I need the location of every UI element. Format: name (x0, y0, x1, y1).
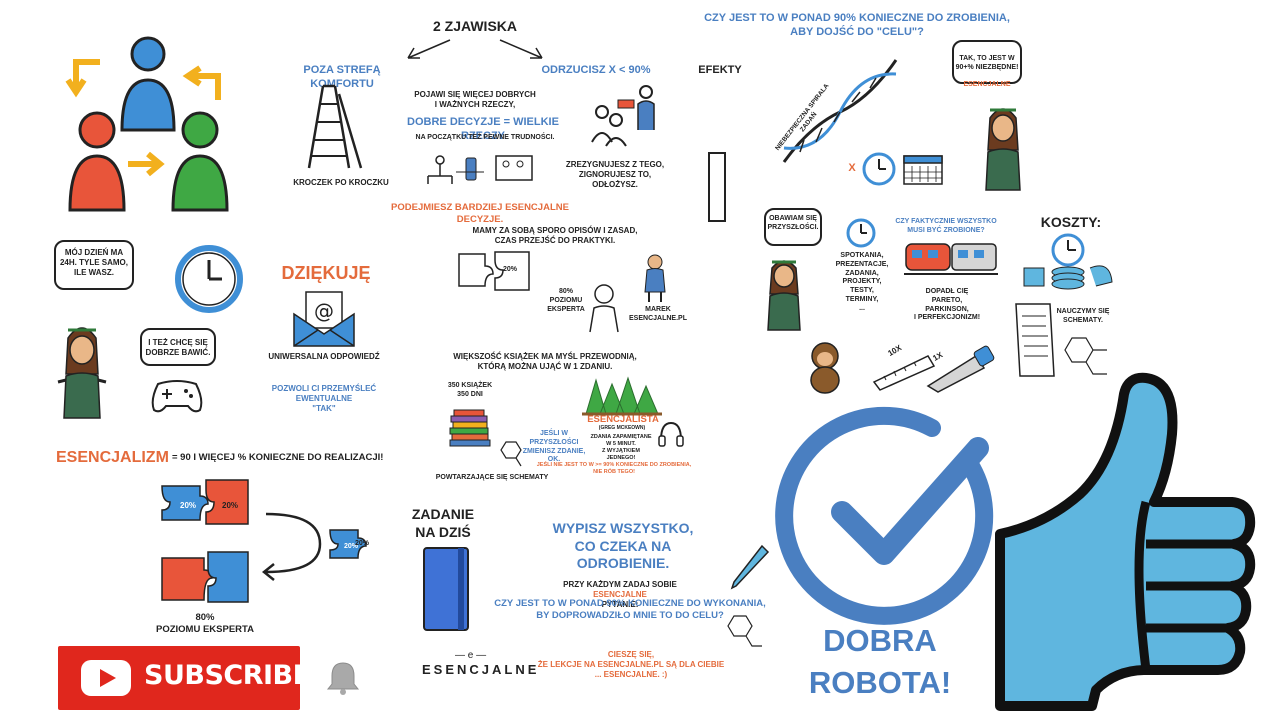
book-stack-icon (449, 409, 491, 447)
phenomena-title: 2 ZJAWISKA (432, 18, 517, 34)
speech-bubble-fun: I TEŻ CHCĘ SIĘ DOBRZE BAWIĆ. (140, 328, 216, 366)
thanks-text: DZIĘKUJĘ (281, 263, 371, 283)
write-all-text: WYPISZ WSZYSTKO, CO CZEKA NA ODROBIENIE. (552, 520, 694, 571)
not-needed-text: JEŚLI NIE JEST TO W >= 90% KONIECZNE DO … (536, 462, 692, 475)
ruler-icon (872, 355, 936, 391)
ask-prefix: PRZY KAŻDYM ZADAJ SOBIE (563, 580, 677, 589)
give-up-text: ZREZYGNUJESZ Z TEGO, ZIGNORUJESZ TO, ODŁ… (565, 160, 665, 189)
expert-level-label: 80% POZIOMU EKSPERTA (156, 612, 254, 635)
single-puzzle-pct: 20% (354, 540, 369, 547)
bell-icon[interactable] (326, 660, 360, 696)
branch-arrows (407, 39, 543, 59)
books-count-text: 350 KSIĄŻEK 350 DNI (447, 382, 493, 398)
glad-text: CIESZĘ SIĘ, ŻE LEKCJE NA ESENCJALNE.PL S… (537, 650, 725, 679)
youtube-play-icon (81, 660, 131, 696)
reject-heading: ODRZUCISZ X < 90% (541, 64, 651, 76)
puzzle-single-blue-icon: 20% (329, 529, 367, 559)
costs-icon (1023, 233, 1113, 290)
marek-figure (644, 254, 666, 302)
universal-answer-label: UNIWERSALNA ODPOWIEDŹ (268, 352, 380, 361)
email-icon: @ (293, 291, 355, 347)
pen-icon (730, 544, 770, 590)
progress-bar-outline (708, 152, 726, 222)
monkey-icon (810, 342, 840, 394)
good-decisions-text: DOBRE DECYZJE = WIELKIE RZECZY (407, 116, 559, 142)
ask-essential: ESENCJALNE (593, 590, 647, 599)
bubble-yes-tag: ESENCJALNE (963, 81, 1011, 88)
notebook-icon (423, 547, 469, 631)
audience-icon (591, 85, 655, 147)
small-clock-icon (862, 152, 896, 186)
scroll-icon (1015, 303, 1055, 377)
svg-text:20%: 20% (344, 543, 359, 550)
character-figure-mid-right (767, 260, 801, 331)
pareto-text: DOPADŁ CIĘ PARETO, PARKINSON, I PERFEKCJ… (913, 288, 981, 322)
character-figure-left (57, 327, 107, 419)
dna-spiral-icon (782, 59, 898, 163)
step-by-step-label: KROCZEK PO KROCZKU (293, 178, 389, 187)
esencjalizm-title: ESENCJALIZM (56, 449, 169, 466)
team-people-icon (65, 36, 229, 212)
esencjalista-author: (GREG MCKEOWN) (598, 425, 646, 431)
meetings-list: SPOTKANIA, PREZENTACJE, ZADANIA, PROJEKT… (835, 252, 889, 312)
calendar-icon (903, 155, 943, 185)
speech-bubble-fear: OBAWIAM SIĘ PRZYSZŁOŚCI. (764, 208, 822, 246)
top-question: CZY JEST TO W PONAD 90% KONIECZNE DO ZRO… (704, 12, 1010, 38)
ladder-icon (307, 84, 363, 169)
costs-label: KOSZTY: (1040, 214, 1102, 230)
center-puzzle-pct: 20% (502, 266, 517, 273)
puzzle-sketch-icon (458, 251, 530, 291)
allow-text: POZWOLI CI PRZEMYŚLEĆ EWENTUALNE "TAK" (271, 384, 377, 413)
molecule-icon-center (500, 441, 522, 467)
good-things-text: POJAWI SIĘ WIĘCEJ DOBRYCH I WAŻNYCH RZEC… (414, 90, 536, 109)
curved-arrow (261, 512, 322, 581)
wall-clock-icon (175, 245, 243, 313)
task-label: ZADANIE NA DZIŚ (411, 506, 475, 540)
esencjalizm-definition: = 90 I WIĘCEJ % KONIECZNE DO REALIZACJI! (172, 452, 384, 463)
more-essential-text: PODEJMIESZ BARDZIEJ ESENCJALNE DECYZJE. (391, 202, 569, 225)
bubble-yes-text: TAK, TO JEST W 90+% NIEZBĘDNE! (955, 54, 1019, 71)
mid-clock-icon (846, 218, 876, 248)
difficulties-text: NA POCZĄTKU TEŻ PEWNE TRUDNOŚCI. (415, 134, 555, 141)
thinker-icon (589, 284, 619, 333)
svg-text:20%: 20% (222, 501, 238, 510)
forest-icon (582, 376, 662, 416)
repeating-patterns-label: POWTARZAJĄCE SIĘ SCHEMATY (435, 474, 549, 481)
check-circle-icon (775, 406, 994, 625)
subscribe-label: SUBSCRIBE (144, 660, 311, 691)
esencjalista-label: ESENCJALISTA (587, 414, 659, 425)
thumbs-up-icon (995, 372, 1256, 711)
effects-label: EFEKTY (698, 64, 742, 76)
molecule-icon-right (1064, 337, 1107, 375)
esencjalne-logo: ESENCJALNE (422, 662, 540, 677)
logo-e-mark: — e — (455, 650, 487, 661)
speech-bubble-day: MÓJ DZIEŃ MA 24H. TYLE SAMO, ILE WASZ. (54, 240, 134, 290)
bottom-question: CZY JEST TO W PONAD 90% KONIECZNE DO WYK… (494, 598, 766, 621)
network-icon (427, 155, 533, 184)
ask-line: PRZY KAŻDYM ZADAJ SOBIE ESENCJALNE PYTAN… (500, 570, 740, 610)
schemes-text: NAUCZYMY SIĘ SCHEMATY. (1056, 308, 1110, 324)
summary-text: ZDANIA ZAPAMIĘTANE W 5 MINUT. Z WYJĄTKIE… (590, 434, 652, 461)
puzzle-red-blue-icon (161, 551, 249, 603)
svg-text:@: @ (314, 299, 334, 323)
marek-label: MAREK ESENCJALNE.PL (629, 306, 687, 322)
ask-suffix: PYTANIE: (601, 600, 639, 609)
molecule-icon-bottom (727, 615, 762, 647)
future-change-text: JEŚLI W PRZYSZŁOŚCI ZMIENISZ ZDANIE, OK. (522, 430, 586, 464)
must-do-text: CZY FAKTYCZNIE WSZYSTKO MUSI BYĆ ZROBION… (895, 218, 997, 234)
center-expert-level: 80% POZIOMU EKSPERTA (547, 288, 585, 313)
times-sign: X (848, 162, 856, 174)
gamepad-icon (151, 380, 203, 413)
character-figure-top-right (985, 108, 1021, 191)
puzzle-blue-orange-icon: 20% 20% (161, 479, 249, 525)
svg-text:20%: 20% (180, 501, 196, 510)
practice-text: MAMY ZA SOBĄ SPORO OPISÓW I ZASAD, CZAS … (472, 226, 638, 245)
books-idea-text: WIĘKSZOŚĆ KSIĄŻEK MA MYŚL PRZEWODNIĄ, KT… (453, 352, 637, 371)
good-job-text: DOBRA ROBOTA! (808, 623, 952, 700)
saw-icon (926, 345, 995, 393)
train-icon (904, 243, 998, 275)
headphones-icon (658, 421, 684, 447)
speech-bubble-yes: TAK, TO JEST W 90+% NIEZBĘDNE! ESENCJALN… (952, 40, 1022, 88)
